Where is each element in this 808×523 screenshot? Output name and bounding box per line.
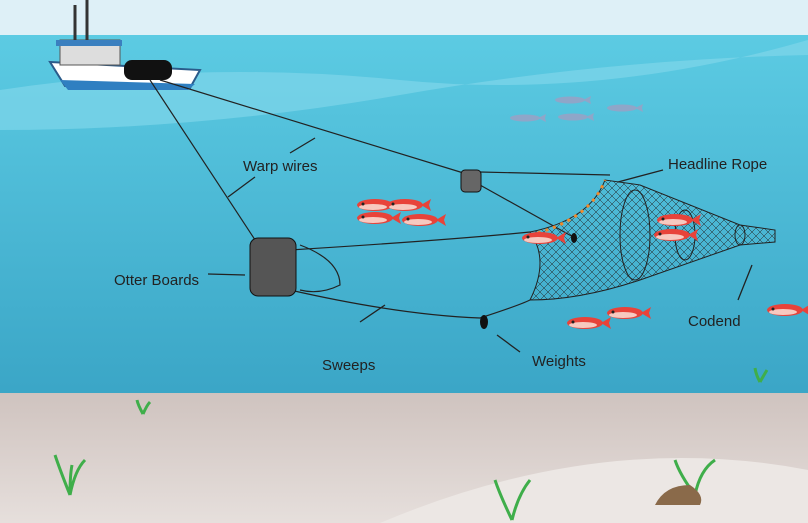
weight-far — [571, 233, 577, 243]
surface-wave — [0, 40, 808, 130]
rock — [655, 485, 702, 505]
arrows — [207, 137, 753, 353]
trawl-net — [529, 179, 776, 301]
label-headline-rope: Headline Rope — [668, 156, 767, 173]
label-sweeps: Sweeps — [322, 357, 375, 374]
sky — [0, 0, 808, 40]
sweeps — [289, 231, 531, 319]
label-warp-wires: Warp wires — [243, 158, 317, 175]
weight-near — [480, 315, 488, 329]
label-weights: Weights — [532, 353, 586, 370]
trawler-boat — [48, 0, 202, 90]
otter-board-far — [460, 169, 482, 193]
label-otter-boards: Otter Boards — [114, 272, 199, 289]
label-codend: Codend — [688, 313, 741, 330]
otter-board-near — [249, 237, 297, 297]
seaweed — [53, 367, 769, 521]
